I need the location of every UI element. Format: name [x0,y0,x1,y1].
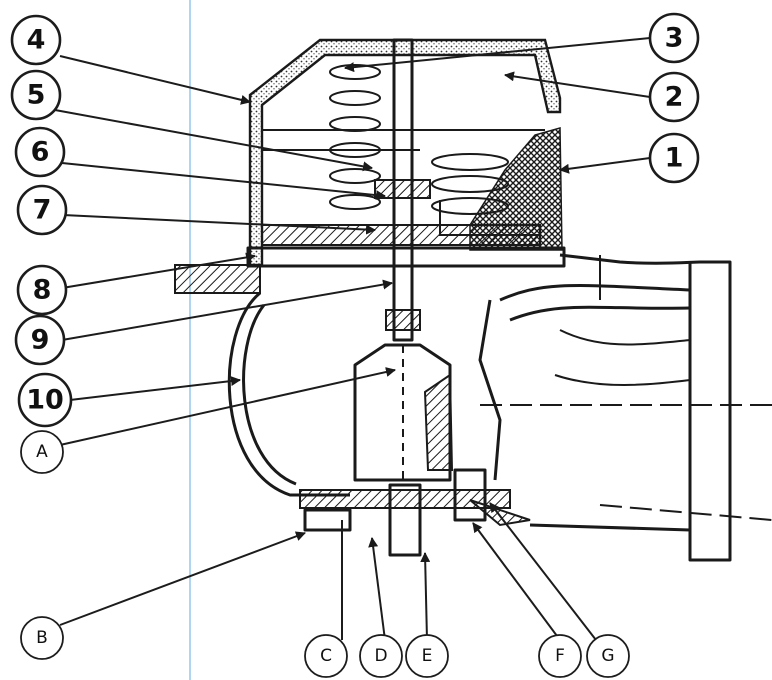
callout-10: 10 [17,372,73,428]
callout-G: G [586,634,630,678]
pipe-connection [478,253,772,562]
svg-text:8: 8 [33,275,52,306]
callout-F: F [538,634,582,678]
svg-text:1: 1 [665,143,684,174]
callout-2: 2 [648,71,700,123]
callout-9: 9 [14,314,66,366]
casting-body [469,127,563,251]
spring-coils [329,64,509,215]
svg-text:F: F [555,646,565,666]
callout-E: E [405,634,449,678]
svg-text:G: G [601,646,614,666]
valve-stem [261,38,541,342]
mounting-flange [174,264,261,294]
svg-text:D: D [374,646,387,666]
callout-7: 7 [16,184,68,236]
callout-3: 3 [648,12,700,64]
callout-1: 1 [648,132,700,184]
svg-text:E: E [422,646,433,666]
svg-text:2: 2 [665,82,684,113]
svg-text:A: A [36,442,48,462]
svg-text:C: C [320,646,332,666]
callout-8: 8 [16,264,68,316]
callout-D: D [359,634,403,678]
callout-5: 5 [10,69,62,121]
callout-6: 6 [14,126,66,178]
callout-C: C [304,634,348,678]
svg-text:5: 5 [27,80,46,111]
valve-plug [353,309,454,482]
leader-lines [54,37,651,641]
callout-4: 4 [10,14,62,66]
svg-text:6: 6 [31,137,50,168]
valve-seat [299,468,531,557]
svg-text:3: 3 [665,23,684,54]
svg-text:4: 4 [27,25,46,56]
svg-text:B: B [36,628,48,648]
svg-text:10: 10 [26,385,64,416]
callout-A: A [20,430,64,474]
callout-B: B [20,616,64,660]
svg-text:9: 9 [31,325,50,356]
svg-text:7: 7 [33,195,52,226]
